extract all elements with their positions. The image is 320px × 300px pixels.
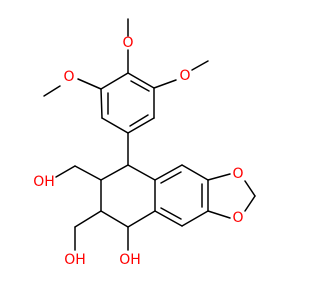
bond-dioxole-2 — [244, 180, 256, 197]
atom-labels: O O O O O OH OH OH — [33, 35, 243, 268]
bond-ar2-double-a — [160, 171, 182, 184]
atom-label-methoxy-top: O — [122, 35, 133, 51]
bond-ar1-double-a — [130, 80, 150, 92]
atom-label-oh-left-upper: OH — [33, 174, 55, 190]
bond-ar2-5 — [154, 210, 183, 227]
bond-ch2-upper-a — [74, 165, 102, 181]
bond-ch2-upper-b — [55, 165, 76, 178]
bond-ar1-4 — [101, 117, 129, 134]
bonds — [43, 18, 256, 251]
bond-ar1-6 — [100, 72, 129, 90]
bond-ar1-5 — [100, 88, 103, 119]
bond-methyl-right — [191, 60, 209, 71]
bond-sat-4 — [127, 210, 156, 228]
bond-methyl-left — [43, 85, 61, 97]
bond-methoxy-left-ring — [77, 78, 102, 90]
molecule-structure: O O O O O OH OH OH — [33, 18, 256, 268]
bond-dioxole-3 — [244, 195, 256, 212]
bond-methoxy-right-ring — [153, 79, 177, 89]
bond-ar1-1 — [127, 72, 155, 89]
bond-ar2-double-c — [160, 207, 182, 220]
bond-dioxole-1 — [207, 173, 231, 181]
bond-sat-6 — [127, 164, 156, 181]
atom-label-methoxy-left: O — [63, 69, 74, 85]
bond-ar2-1 — [154, 164, 183, 181]
bond-ch2-lower-a — [74, 210, 102, 228]
atom-label-dioxole-bottom: O — [232, 210, 243, 226]
atom-label-methoxy-right: O — [179, 68, 190, 84]
bond-ar2-2 — [181, 164, 209, 181]
atom-label-oh-left-lower: OH — [64, 252, 86, 268]
bond-ar2-4 — [181, 210, 209, 227]
bond-ar1-double-b — [129, 114, 149, 127]
atom-label-oh-bottom: OH — [119, 252, 141, 268]
bond-sat-1 — [100, 164, 129, 181]
bond-sat-3 — [100, 210, 129, 228]
atom-label-dioxole-top: O — [232, 166, 243, 182]
bond-dioxole-4 — [207, 210, 231, 219]
bond-ar1-3 — [127, 117, 155, 134]
